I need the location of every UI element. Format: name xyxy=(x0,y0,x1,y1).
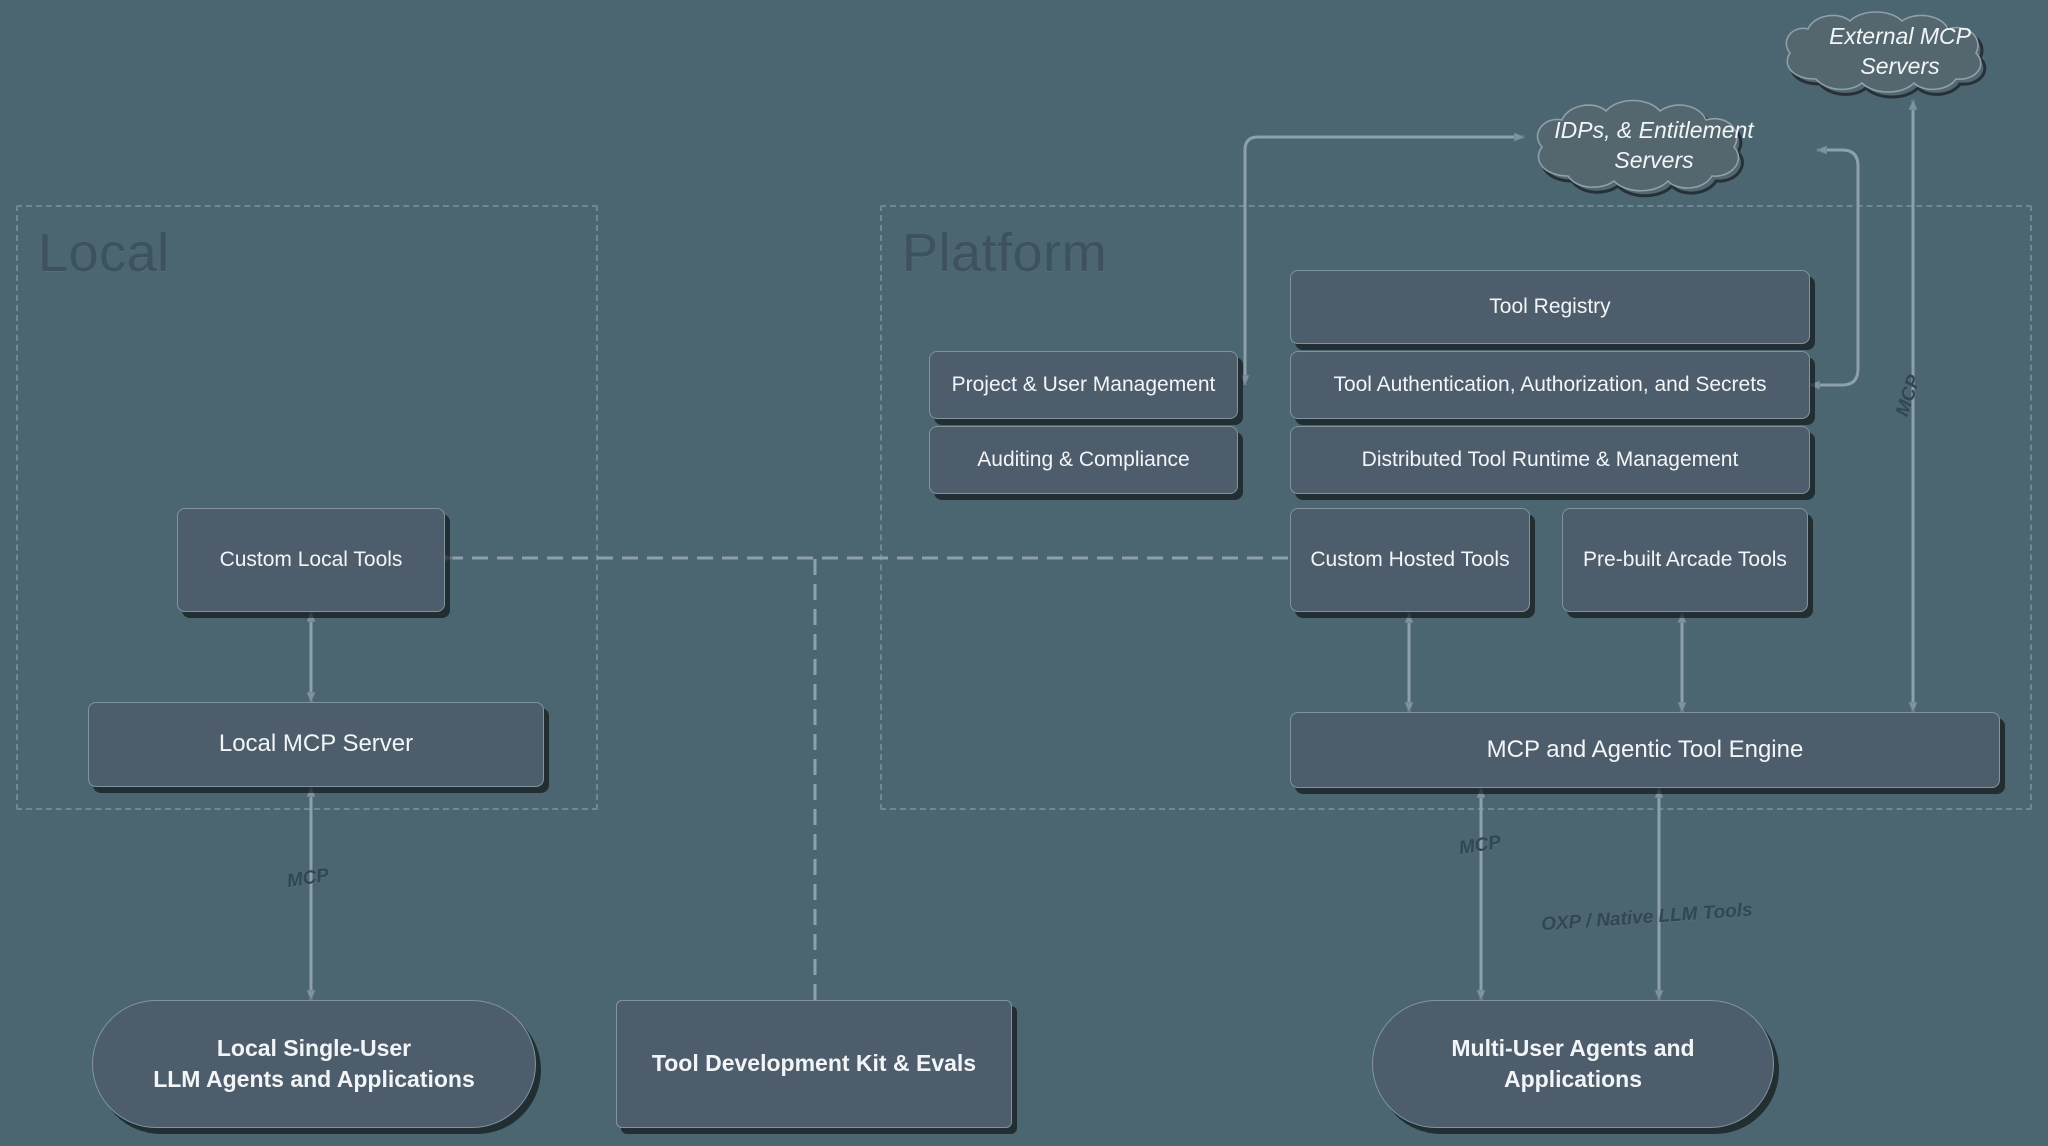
edge-label-oxp-native-llm-tools: OXP / Native LLM Tools xyxy=(1540,899,1754,936)
node-tool-registry[interactable]: Tool Registry xyxy=(1290,270,1810,344)
terminal-multi-user-agents-label: Multi-User Agents and Applications xyxy=(1451,1034,1695,1092)
cloud-external-mcp-servers: External MCP Servers xyxy=(1772,8,2028,99)
edge-label-mcp-local: MCP xyxy=(285,864,331,893)
node-custom-hosted-tools[interactable]: Custom Hosted Tools xyxy=(1290,508,1530,612)
terminal-multi-user-agents[interactable]: Multi-User Agents and Applications xyxy=(1372,1000,1774,1128)
group-platform-label: Platform xyxy=(902,223,1108,283)
group-local-label: Local xyxy=(38,223,170,283)
node-local-mcp-server[interactable]: Local MCP Server xyxy=(88,702,544,787)
node-project-user-management[interactable]: Project & User Management xyxy=(929,351,1238,419)
node-distributed-tool-runtime-management[interactable]: Distributed Tool Runtime & Management xyxy=(1290,426,1810,494)
node-auditing-compliance[interactable]: Auditing & Compliance xyxy=(929,426,1238,494)
node-prebuilt-arcade-tools[interactable]: Pre-built Arcade Tools xyxy=(1562,508,1808,612)
cloud-idps-entitlement-servers-label: IDPs, & Entitlement Servers xyxy=(1554,117,1754,173)
node-tool-authentication-authorization-secrets[interactable]: Tool Authentication, Authorization, and … xyxy=(1290,351,1810,419)
edge-label-mcp-platform: MCP xyxy=(1457,831,1503,860)
node-mcp-and-agentic-tool-engine[interactable]: MCP and Agentic Tool Engine xyxy=(1290,712,2000,788)
terminal-tool-development-kit[interactable]: Tool Development Kit & Evals xyxy=(616,1000,1012,1128)
cloud-external-mcp-servers-label: External MCP Servers xyxy=(1829,23,1971,79)
cloud-idps-entitlement-servers: IDPs, & Entitlement Servers xyxy=(1524,96,1784,198)
terminal-local-single-user-agents[interactable]: Local Single-User LLM Agents and Applica… xyxy=(92,1000,536,1128)
terminal-local-single-user-agents-label: Local Single-User LLM Agents and Applica… xyxy=(153,1034,475,1092)
node-custom-local-tools[interactable]: Custom Local Tools xyxy=(177,508,445,612)
